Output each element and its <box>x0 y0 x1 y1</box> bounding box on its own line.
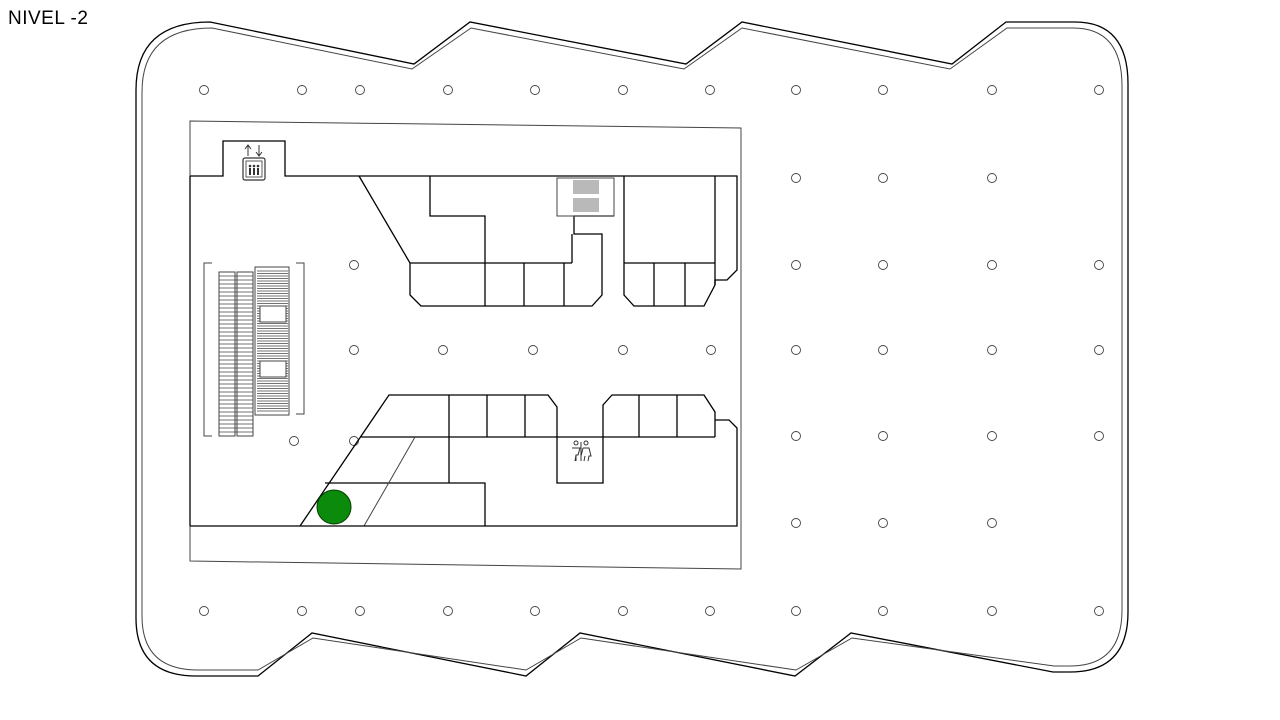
current-location-marker[interactable] <box>316 489 352 525</box>
elevator-icon <box>242 144 266 181</box>
columns <box>199 85 1104 616</box>
atrium-frame <box>189 120 742 570</box>
escalator-icon <box>203 262 305 437</box>
store-walls <box>189 140 738 527</box>
stairs-icon <box>573 180 599 212</box>
building-outline <box>135 21 1129 677</box>
restroom-icon <box>572 440 592 462</box>
level-label: NIVEL -2 <box>8 8 89 29</box>
